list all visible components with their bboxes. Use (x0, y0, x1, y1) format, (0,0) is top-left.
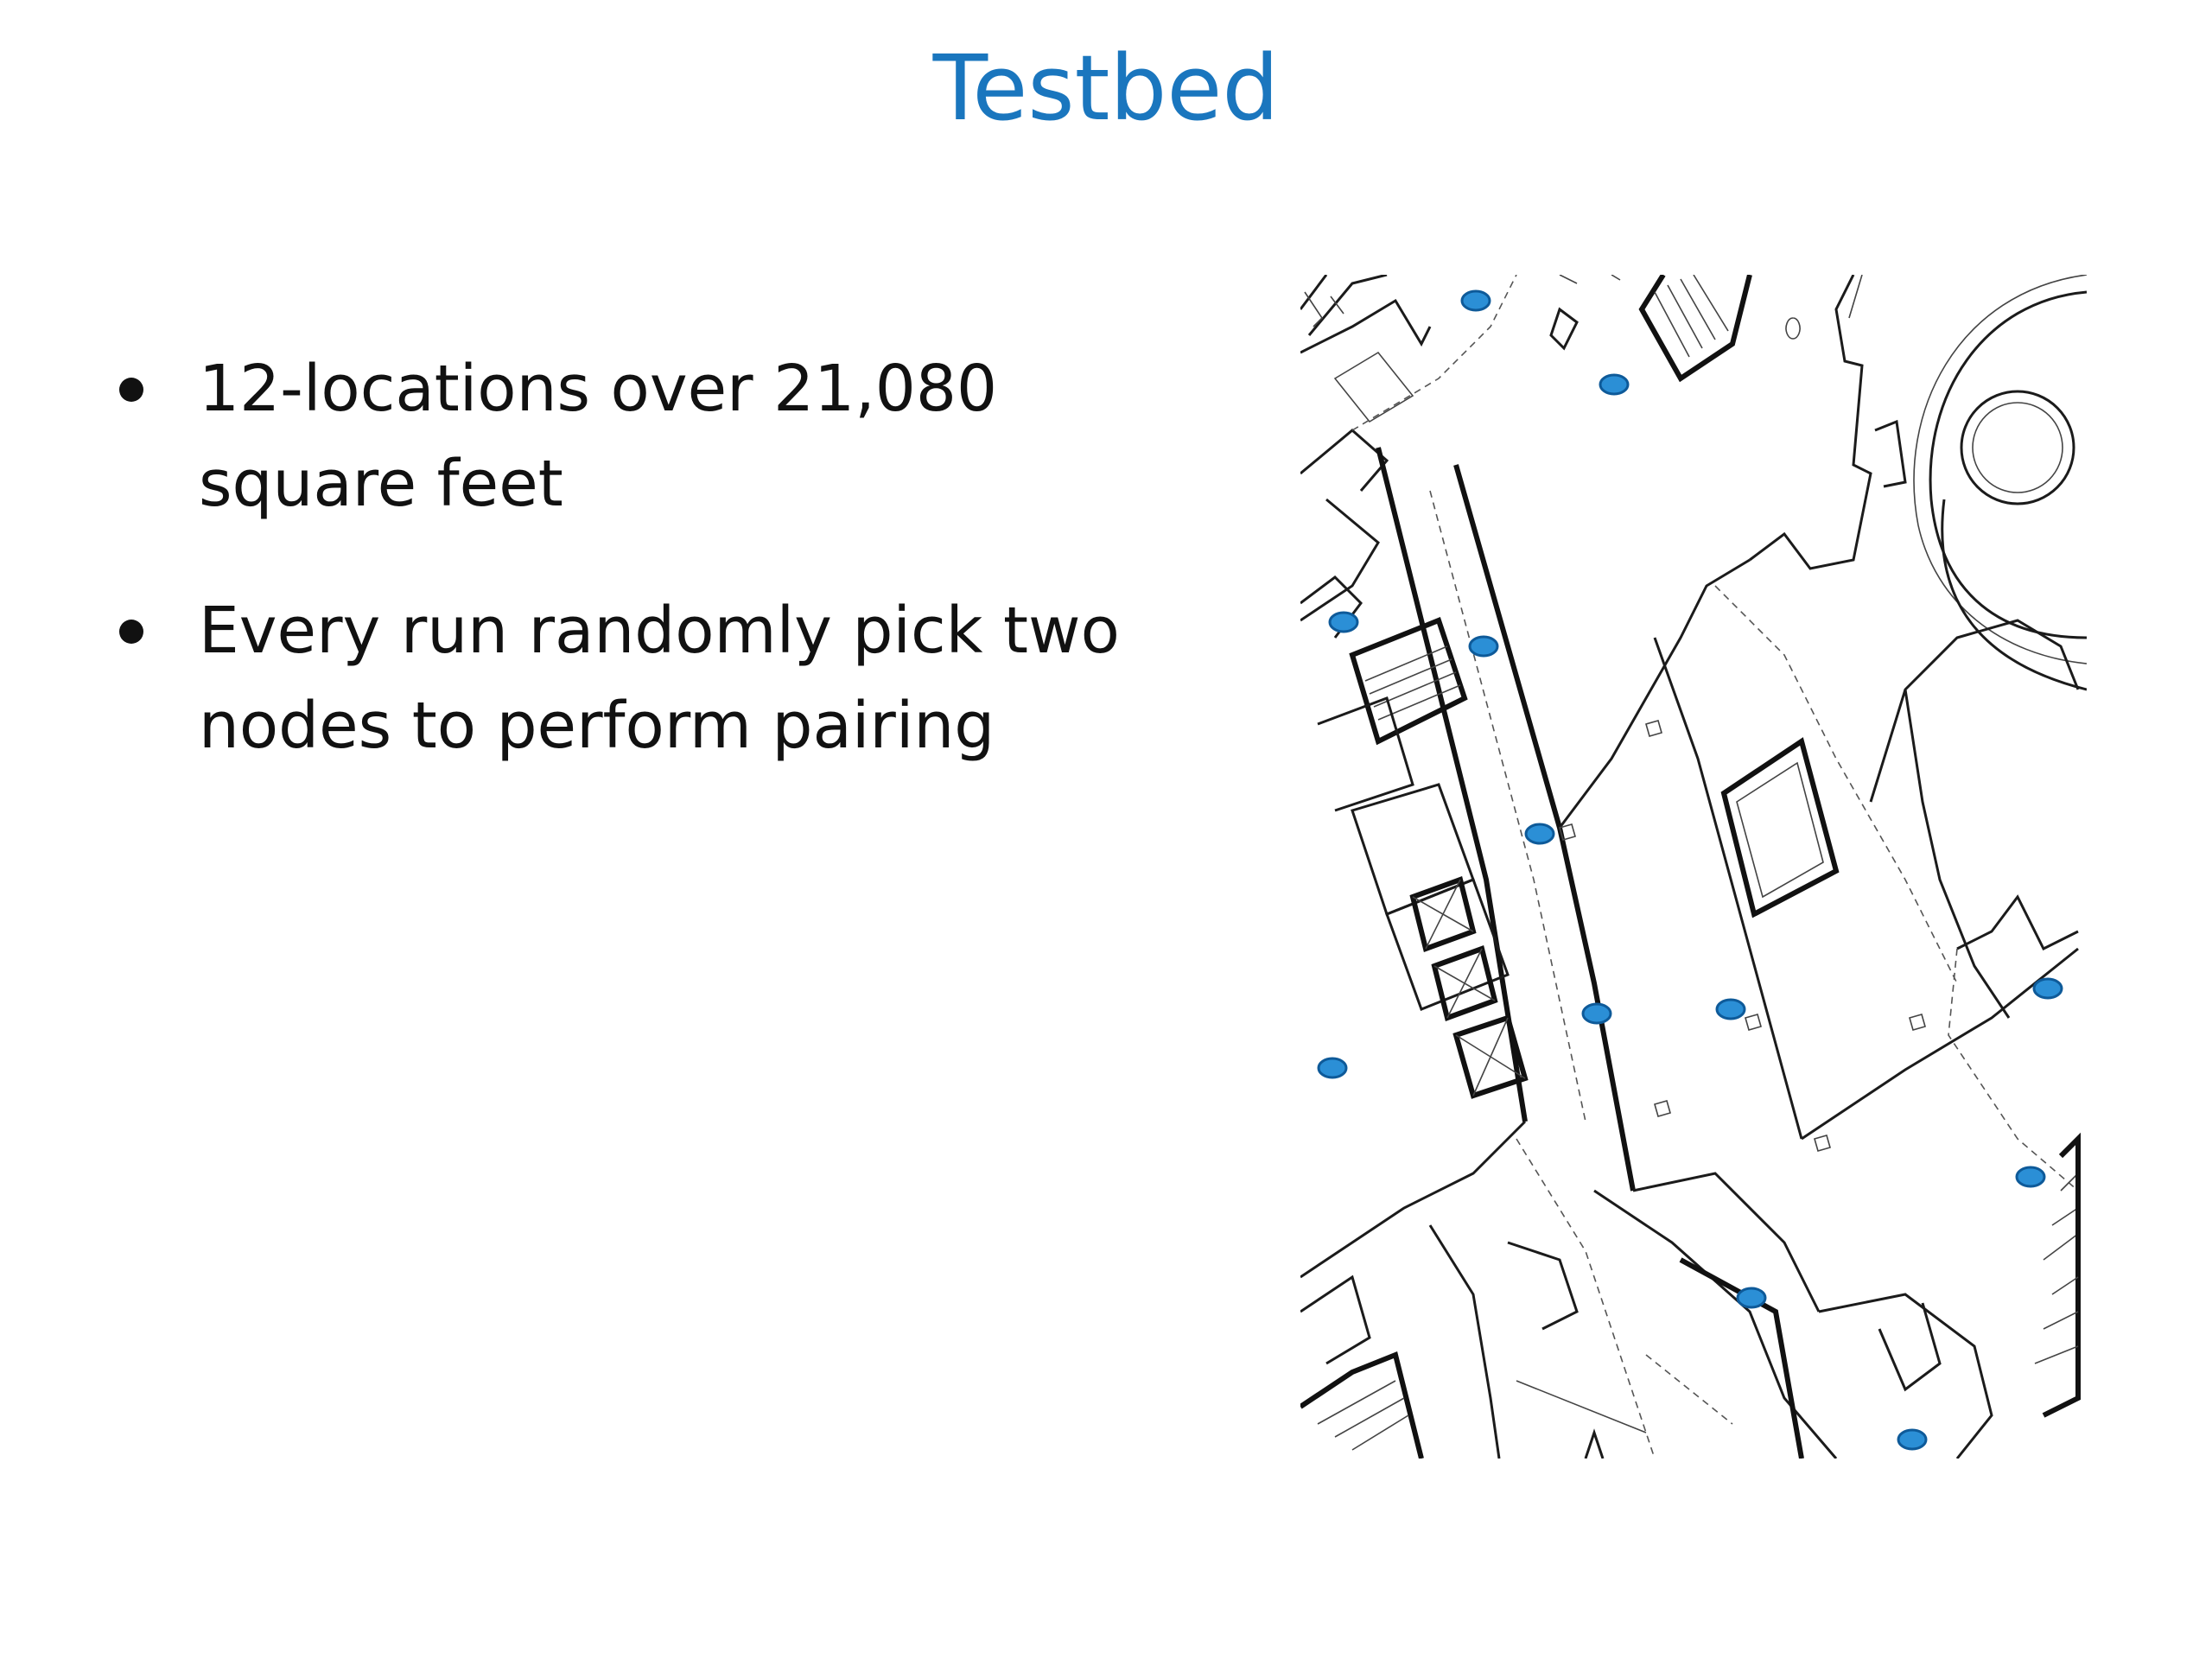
bullet-line: square feet (199, 447, 563, 521)
bullet-line: 12-locations over 21,080 (199, 352, 998, 426)
floor-plan-icon (1300, 275, 2087, 1459)
bullet-dot-icon (119, 620, 143, 644)
bullet-list: 12-locations over 21,080 square feet Eve… (112, 341, 1210, 825)
bullet-item: 12-locations over 21,080 square feet (112, 341, 1210, 531)
slide-title: Testbed (932, 35, 1280, 141)
bullet-dot-icon (119, 378, 143, 402)
bullet-item: Every run randomly pick two nodes to per… (112, 583, 1210, 773)
bullet-line: Every run randomly pick two (199, 594, 1120, 668)
bullet-line: nodes to perform pairing (199, 689, 995, 763)
floor-plan-image (1300, 275, 2087, 1459)
